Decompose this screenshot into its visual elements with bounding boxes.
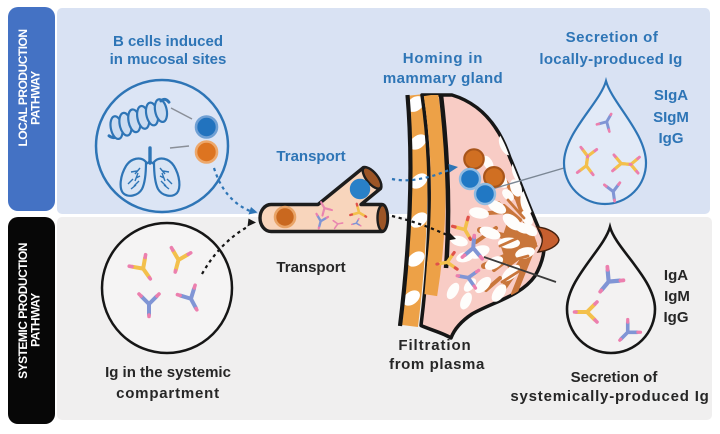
svg-text:locally-produced Ig: locally-produced Ig bbox=[539, 51, 682, 68]
svg-text:mammary gland: mammary gland bbox=[383, 70, 503, 87]
svg-text:LOCAL PRODUCTION: LOCAL PRODUCTION bbox=[16, 29, 30, 146]
svg-text:Ig in the systemic: Ig in the systemic bbox=[105, 364, 231, 381]
svg-text:Homing in: Homing in bbox=[403, 50, 484, 67]
svg-text:Filtration: Filtration bbox=[398, 337, 471, 354]
svg-text:Transport: Transport bbox=[276, 148, 345, 165]
svg-text:SYSTEMIC PRODUCTION: SYSTEMIC PRODUCTION bbox=[16, 243, 30, 379]
svg-text:IgG: IgG bbox=[664, 309, 689, 326]
svg-text:compartment: compartment bbox=[116, 385, 220, 402]
svg-text:IgA: IgA bbox=[664, 267, 688, 284]
svg-text:Transport: Transport bbox=[276, 259, 345, 276]
svg-text:in mucosal sites: in mucosal sites bbox=[110, 51, 227, 68]
svg-text:Secretion of: Secretion of bbox=[566, 29, 659, 46]
svg-text:B cells induced: B cells induced bbox=[113, 33, 223, 50]
svg-text:IgG: IgG bbox=[659, 130, 684, 147]
svg-text:SIgA: SIgA bbox=[654, 87, 688, 104]
svg-text:systemically-produced Ig: systemically-produced Ig bbox=[510, 388, 709, 405]
svg-text:IgM: IgM bbox=[664, 288, 690, 305]
svg-text:PATHWAY: PATHWAY bbox=[29, 71, 43, 125]
svg-text:Secretion of: Secretion of bbox=[571, 369, 659, 386]
svg-text:from plasma: from plasma bbox=[389, 356, 485, 373]
svg-text:SIgM: SIgM bbox=[653, 109, 689, 126]
svg-text:PATHWAY: PATHWAY bbox=[29, 293, 43, 347]
